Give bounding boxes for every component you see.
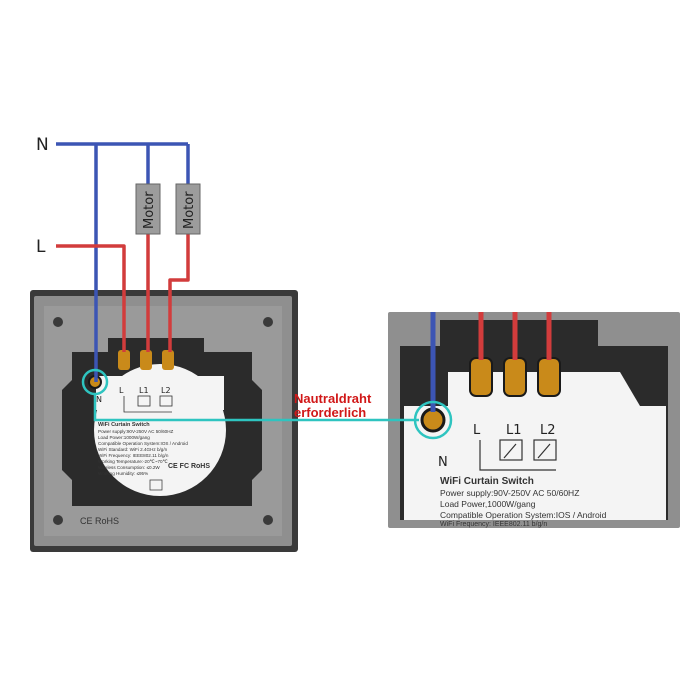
zoom-label-l2: L2 (540, 423, 556, 438)
callout-circle-large (413, 400, 453, 440)
zoom-spec-line: Load Power,1000W/gang (440, 499, 536, 509)
motor-box (135, 183, 161, 235)
screw-hole (263, 515, 273, 525)
terminal-label-l2: L2 (161, 386, 171, 395)
spec-line: WiFi Standard: WiFi 2.4GHz b/g/n (98, 447, 168, 452)
spec-line: Wireless Consumption: ≤0.2W (98, 465, 160, 470)
wires-right (430, 312, 552, 412)
wifi-icon (149, 479, 163, 491)
zoom-terminal-l1 (503, 357, 527, 397)
terminal-label-n: N (96, 395, 102, 404)
neutral-callout: Nautraldraht erforderlich (81, 368, 453, 440)
spec-line: Load Power:1000W/gang (98, 435, 150, 440)
callout-text-line2: erforderlich (294, 405, 366, 420)
zoom-spec-title: WiFi Curtain Switch (440, 476, 534, 487)
zoom-spec-line: WiFi Frequency: IEEE802.11 b/g/n (440, 521, 547, 528)
live-to-switch (56, 244, 126, 352)
zoom-relay-symbols (479, 439, 557, 471)
module-top-block (108, 338, 204, 360)
spec-line: Working Temperature:-20℃~70℃ (98, 459, 169, 464)
spec-line: Power supply:90V-250V AC 50/60HZ (98, 429, 174, 434)
screw-hole (53, 515, 63, 525)
switch-zoom-right: L L1 L2 N WiFi Curtain Switch Power supp… (388, 312, 680, 528)
spec-line: WiFi Frequency: IEEE802.11 b/g/n (98, 453, 169, 458)
callout-text-line1: Nautraldraht (294, 391, 372, 406)
zoom-spec-line: Power supply:90V-250V AC 50/60HZ (440, 488, 579, 498)
zoom-terminal-l (469, 357, 493, 397)
terminal-label-l1: L1 (139, 386, 149, 395)
spec-line: Compatible Operation System:IOS / Androi… (98, 441, 188, 446)
motor-label: Motor (182, 191, 197, 229)
terminal-l1 (140, 350, 152, 370)
zoom-top-block (440, 320, 598, 350)
zoom-terminal-l2 (537, 357, 561, 397)
cert-marks: CE FC RoHS (168, 463, 210, 470)
screw-hole (53, 317, 63, 327)
screw-hole (263, 317, 273, 327)
zoom-spec-line: Compatible Operation System:IOS / Androi… (440, 510, 607, 520)
spec-line: Working Humidity: ≤95% (98, 471, 148, 476)
motor2-to-l2 (168, 234, 190, 352)
zoom-label-n: N (438, 455, 448, 470)
terminal-l (118, 350, 130, 370)
relay-symbols (123, 395, 173, 413)
terminal-l2 (162, 350, 174, 370)
motor-label: Motor (142, 191, 157, 229)
motor-1: Motor (135, 183, 161, 235)
zoom-terminal-n (420, 407, 446, 433)
zoom-label-area (404, 406, 666, 520)
motor-2: Motor (175, 183, 201, 235)
spec-list-small: WiFi Curtain Switch Power supply:90V-250… (98, 422, 210, 491)
zoom-label-l: L (473, 423, 481, 438)
wires-left (56, 142, 190, 382)
zoom-label-l1: L1 (506, 423, 522, 438)
frame-cert-marks: CE RoHS (80, 516, 119, 526)
callout-connector (93, 394, 419, 422)
spec-title: WiFi Curtain Switch (98, 422, 150, 428)
switch-back-left: CE RoHS L L1 L2 N WiFi Curtain Switch Po… (30, 290, 298, 552)
live-label: L (36, 237, 46, 257)
motor-box (175, 183, 201, 235)
terminal-label-l: L (119, 386, 124, 395)
neutral-label: N (36, 135, 49, 155)
